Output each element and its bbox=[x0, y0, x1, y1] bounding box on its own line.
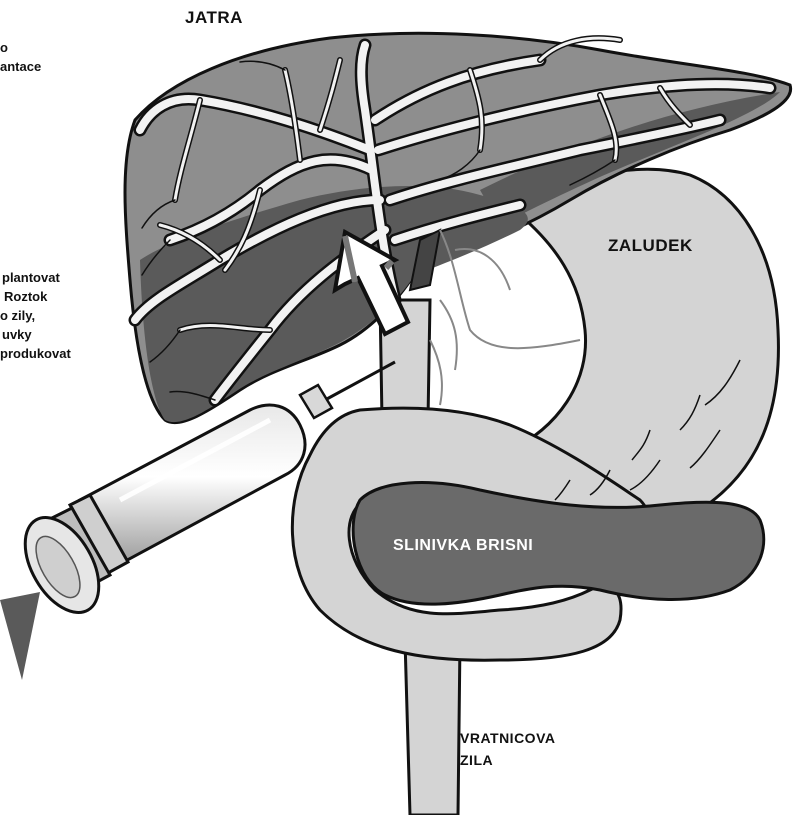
portal-vein bbox=[405, 640, 460, 815]
label-stomach: ZALUDEK bbox=[608, 236, 693, 256]
cropped-text-mid-5: produkovat bbox=[0, 344, 71, 363]
cropped-text-mid-3: o zily, bbox=[0, 306, 35, 325]
pointer-arrow bbox=[0, 592, 40, 680]
label-portal-vein-1: VRATNICOVA bbox=[460, 730, 555, 746]
cropped-text-top-1: o bbox=[0, 38, 8, 57]
label-portal-vein-2: ZILA bbox=[460, 752, 493, 768]
label-liver: JATRA bbox=[185, 8, 243, 28]
label-pancreas: SLINIVKA BRISNI bbox=[393, 537, 533, 555]
cropped-text-top-2: antace bbox=[0, 57, 41, 76]
cropped-text-mid-2: Roztok bbox=[4, 287, 47, 306]
cropped-text-mid-1: plantovat bbox=[2, 268, 60, 287]
cropped-text-mid-4: uvky bbox=[2, 325, 32, 344]
